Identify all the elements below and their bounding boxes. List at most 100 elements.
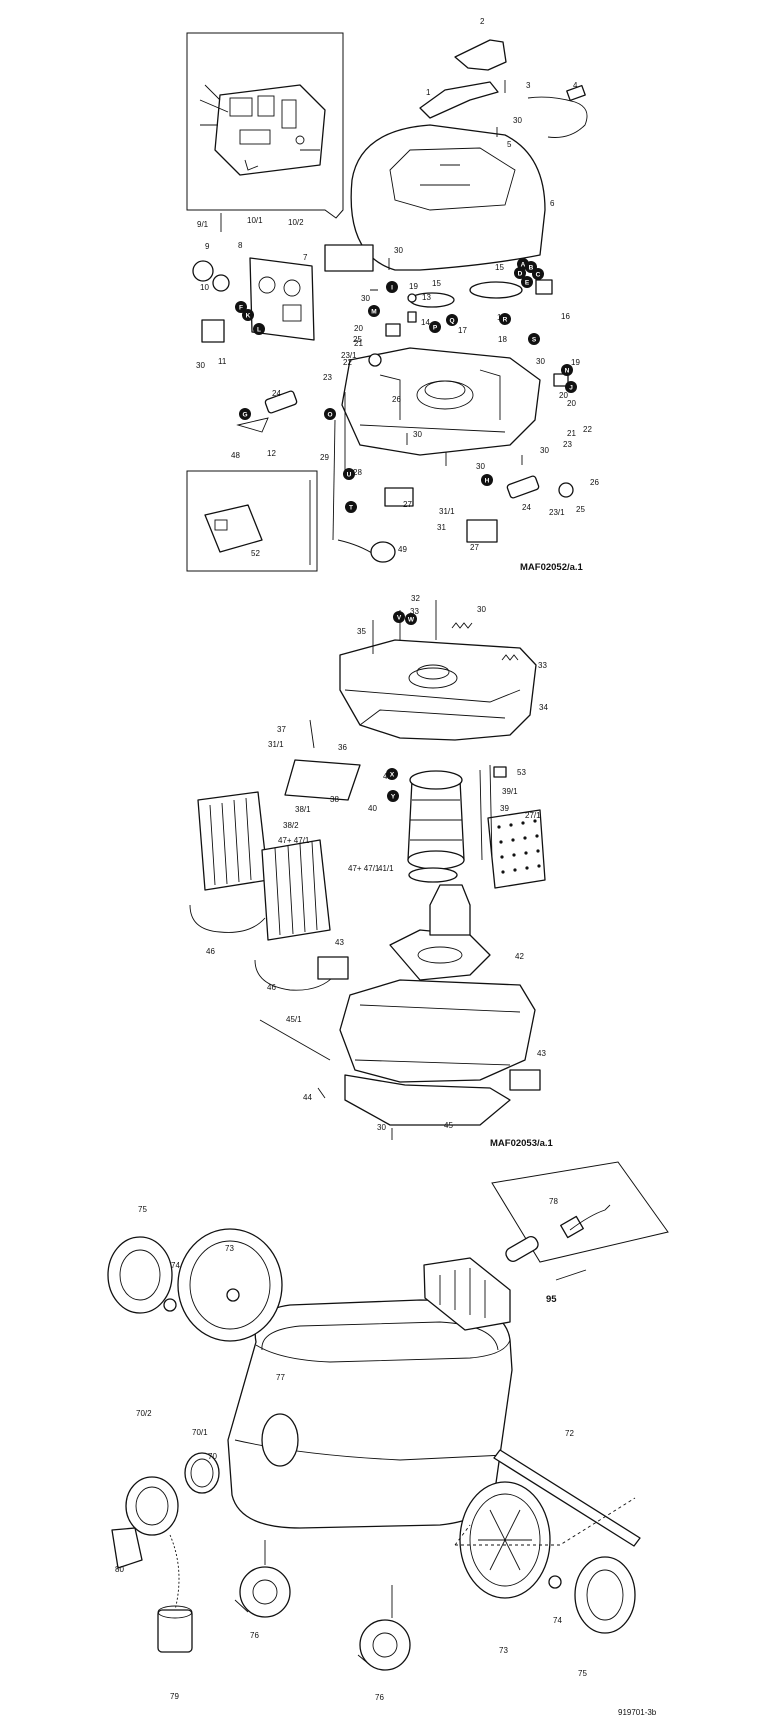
badge-R: R [499, 313, 511, 325]
callout-s2-34: 34 [539, 703, 548, 712]
svg-text:N: N [565, 367, 570, 374]
svg-text:G: G [242, 411, 247, 418]
callout-s1-49: 49 [398, 545, 407, 554]
callout-s1-3: 3 [526, 81, 531, 90]
callout-s1-11: 11 [218, 357, 227, 366]
seal-ring [254, 959, 336, 991]
callout-s2-27-1: 27/1 [525, 811, 541, 820]
svg-text:D: D [518, 270, 523, 277]
badge-L: L [253, 323, 265, 335]
callout-s1-25: 25 [576, 505, 585, 514]
svg-text:T: T [349, 504, 353, 511]
filter-tray [423, 1257, 511, 1331]
rear-wheel [177, 1228, 283, 1342]
cartridge-filter [261, 839, 331, 941]
callout-s3-76: 76 [375, 1693, 384, 1702]
callout-s1-19: 19 [409, 282, 418, 291]
callout-s1-17: 17 [458, 326, 467, 335]
callout-s1-29: 29 [320, 453, 329, 462]
callout-s1-24: 24 [272, 389, 281, 398]
callout-s3-75: 75 [578, 1669, 587, 1678]
callout-s1-1: 1 [426, 88, 431, 97]
callout-s2-38: 38 [330, 795, 339, 804]
callout-s3-80: 80 [115, 1565, 124, 1574]
svg-text:R: R [503, 316, 508, 323]
callout-s1-20: 20 [567, 399, 576, 408]
inset-board-sketch [199, 84, 326, 176]
callout-s2-38-2: 38/2 [283, 821, 299, 830]
callout-s1-30: 30 [476, 462, 485, 471]
callout-s1-23: 23 [323, 373, 332, 382]
svg-text:Y: Y [391, 793, 396, 800]
svg-text:S: S [532, 336, 537, 343]
svg-text:H: H [485, 477, 490, 484]
inset-box-board [186, 32, 344, 219]
badge-E: E [521, 276, 533, 288]
callout-s1-31-1: 31/1 [439, 507, 455, 516]
crevice-tool [505, 1235, 539, 1263]
svg-text:A: A [521, 261, 526, 268]
callout-s1-27: 27 [403, 500, 412, 509]
callout-s1-23-1: 23/1 [341, 351, 357, 360]
motor-housing-top [339, 639, 537, 741]
motor-head-base [341, 347, 541, 456]
callout-s1-52: 52 [251, 549, 260, 558]
callout-s1-26: 26 [590, 478, 599, 487]
svg-text:C: C [536, 271, 541, 278]
foam-block [466, 519, 498, 543]
badge-N: N [561, 364, 573, 376]
callout-s1-48: 48 [231, 451, 240, 460]
badge-G: G [239, 408, 251, 420]
perforated-plate [487, 809, 546, 889]
callout-s3-72: 72 [565, 1429, 574, 1438]
callout-s3-74: 74 [553, 1616, 562, 1625]
callout-s1-2: 2 [480, 17, 485, 26]
callout-s1-22: 22 [343, 358, 352, 367]
svg-text:I: I [391, 284, 393, 291]
badge-M: M [368, 305, 380, 317]
callout-s1-20: 20 [354, 324, 363, 333]
handle-grip [454, 39, 507, 71]
rod [332, 419, 336, 541]
callout-s1-25: 25 [353, 335, 362, 344]
callout-s1-18: 18 [498, 335, 507, 344]
callout-s3-76: 76 [250, 1631, 259, 1640]
badge-C: C [532, 268, 544, 280]
callout-s2-46: 46 [267, 983, 276, 992]
capacitor [264, 390, 298, 414]
closing-cap [157, 1609, 193, 1653]
filter-housing [389, 929, 491, 981]
callout-s1-30: 30 [413, 430, 422, 439]
callout-s2-33: 33 [538, 661, 547, 670]
callout-s1-10-1: 10/1 [247, 216, 263, 225]
svg-text:K: K [246, 312, 251, 319]
section-3-tank-wheels [107, 1161, 669, 1671]
filter-pad [469, 281, 523, 299]
axle [493, 1449, 641, 1547]
badge-I: I [386, 281, 398, 293]
capacitor [506, 475, 540, 499]
callout-s2-47-47-1: 47+ 47/1 [348, 864, 380, 873]
callout-s1-15: 15 [432, 279, 441, 288]
seal-ring [184, 1452, 220, 1494]
pcb [324, 244, 374, 272]
callout-s3-73: 73 [225, 1244, 234, 1253]
badge-P: P [429, 321, 441, 333]
badge-V: V [393, 611, 405, 623]
callout-s1-21: 21 [567, 429, 576, 438]
svg-text:L: L [257, 326, 261, 333]
callout-s2-38-1: 38/1 [295, 805, 311, 814]
latch [509, 1069, 541, 1091]
svg-text:B: B [529, 264, 534, 271]
callout-s1-24: 24 [522, 503, 531, 512]
handle [419, 81, 499, 119]
callout-s1-22: 22 [583, 425, 592, 434]
castor [359, 1619, 411, 1671]
badge-Y: Y [387, 790, 399, 802]
callout-s2-30: 30 [477, 605, 486, 614]
callout-s1-10: 10 [200, 283, 209, 292]
badge-D: D [514, 267, 526, 279]
callout-s1-14: 14 [421, 318, 430, 327]
accessory-box [491, 1161, 669, 1263]
